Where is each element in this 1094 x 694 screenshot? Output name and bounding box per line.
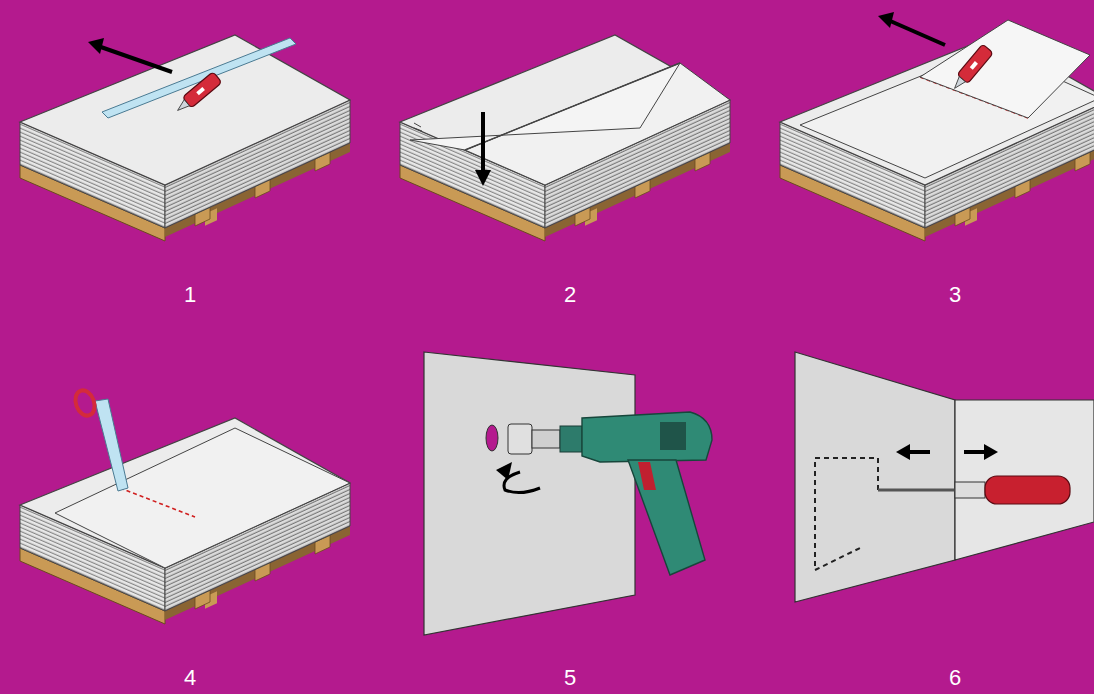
step-number: 6 xyxy=(949,667,961,689)
step-number: 1 xyxy=(184,284,196,306)
panel-5 xyxy=(424,352,712,635)
step-number: 3 xyxy=(949,284,961,306)
panel-4 xyxy=(20,388,350,624)
step-number: 5 xyxy=(564,667,576,689)
panel-2 xyxy=(400,35,730,241)
step-number: 2 xyxy=(564,284,576,306)
panel-1 xyxy=(20,35,350,241)
panel-3 xyxy=(780,12,1094,241)
step-number: 4 xyxy=(184,667,196,689)
panel-6 xyxy=(795,352,1094,602)
